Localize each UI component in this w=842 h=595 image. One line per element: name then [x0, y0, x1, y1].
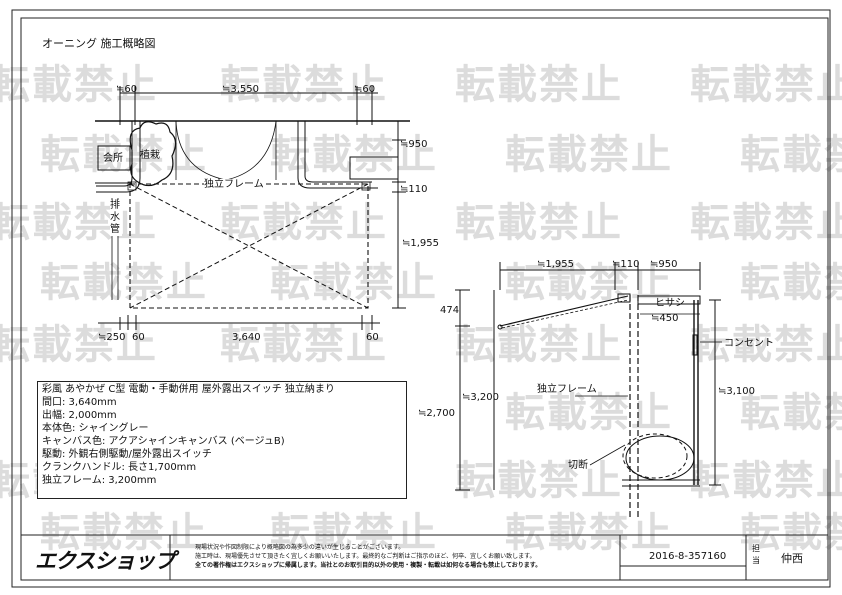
page-title: オーニング 施工概略図 — [42, 37, 156, 50]
watermark: 転載禁止 — [740, 510, 842, 556]
plan-dim-right-1955: ≒1,955 — [402, 238, 440, 249]
plan-label-drain: 排水管 — [110, 200, 122, 236]
plan-view — [95, 86, 410, 330]
section-label-cut: 切断 — [568, 460, 588, 471]
document-number: 2016-8-357160 — [649, 551, 727, 562]
plan-dim-bottom-250: ≒250 — [98, 332, 126, 343]
title-block: エクスショップ 現場状況や作図制限により概略図の為多少の違いが生じることがござい… — [21, 535, 828, 579]
footer-note-2: 施工時は、現場優先させて頂きたく宜しくお願いいたします。最終的なご判断はご指示の… — [195, 553, 536, 560]
plan-dim-bottom-60-right: 60 — [366, 332, 379, 343]
watermark: 転載禁止 — [455, 322, 623, 368]
watermark: 転載禁止 — [505, 390, 673, 436]
company-logo: エクスショップ — [35, 549, 175, 573]
spec-line: 間口: 3,640mm — [42, 397, 117, 408]
section-dim-top-950: ≒950 — [650, 259, 678, 270]
section-dim-top-1955: ≒1,955 — [537, 259, 575, 270]
footer-frame — [21, 534, 828, 580]
watermark: 転載禁止 — [740, 132, 842, 178]
spec-line: キャンバス色: アクアシャインキャンバス (ベージュB) — [42, 436, 285, 447]
spec-box: 彩風 あやかぜ C型 電動・手動併用 屋外露出スイッチ 独立納まり 間口: 3,… — [37, 381, 407, 499]
watermark: 転載禁止 — [220, 62, 388, 108]
section-dim-3100: ≒3,100 — [718, 386, 756, 397]
plan-dim-right-950: ≒950 — [400, 139, 428, 150]
watermark: 転載禁止 — [455, 458, 623, 504]
watermark: 転載禁止 — [220, 322, 388, 368]
spec-line: 彩風 あやかぜ C型 電動・手動併用 屋外露出スイッチ 独立納まり — [42, 384, 335, 395]
plan-dim-bottom-60-left: 60 — [132, 332, 145, 343]
watermark: 転載禁止 — [505, 260, 673, 306]
section-label-hisashi: ヒサシ — [655, 298, 685, 309]
watermark: 転載禁止 — [690, 62, 842, 108]
section-label-outlet: コンセント — [724, 338, 774, 349]
staff-name: 仲西 — [781, 552, 803, 565]
watermark: 転載禁止 — [0, 322, 158, 368]
plan-label-frame: 独立フレーム — [204, 179, 264, 191]
watermark: 転載禁止 — [270, 260, 438, 306]
plan-label-kaisho: 会所 — [103, 153, 123, 164]
inner-border — [20, 17, 829, 581]
plan-dim-top-right: ≒60 — [354, 84, 376, 95]
outer-border — [11, 9, 831, 588]
plan-dim-bottom-3640: 3,640 — [232, 332, 261, 343]
watermark: 転載禁止 — [40, 510, 208, 556]
section-dim-450: ≒450 — [651, 313, 679, 324]
plan-dim-top-left: ≒60 — [116, 84, 138, 95]
spec-line: 独立フレーム: 3,200mm — [42, 475, 157, 486]
watermark: 転載禁止 — [40, 260, 208, 306]
spec-line: 出幅: 2,000mm — [42, 410, 117, 421]
section-label-frame: 独立フレーム — [537, 384, 597, 395]
tanto-label: 担当 — [752, 544, 760, 565]
watermark: 転載禁止 — [505, 132, 673, 178]
watermark: 転載禁止 — [505, 510, 673, 556]
section-dim-top-110: ≒110 — [612, 259, 640, 270]
watermark: 転載禁止 — [270, 510, 438, 556]
spec-line: 駆動: 外観右側駆動/屋外露出スイッチ — [42, 449, 212, 460]
watermark: 転載禁止 — [455, 200, 623, 246]
section-dim-3200: ≒3,200 — [462, 392, 500, 403]
watermark: 転載禁止 — [220, 200, 388, 246]
section-dim-474: 474 — [440, 305, 460, 316]
section-dim-2700: ≒2,700 — [418, 408, 456, 419]
plan-dim-right-110: ≒110 — [400, 184, 428, 195]
spec-line: クランクハンドル: 長さ1,700mm — [42, 462, 197, 473]
footer-note-3: 全ての著作権はエクスショップに帰属します。当社とのお取引目的以外の使用・複製・転… — [195, 562, 542, 569]
section-view — [455, 262, 722, 520]
spec-line: 本体色: シャイングレー — [42, 423, 149, 434]
watermark: 転載禁止 — [455, 62, 623, 108]
watermark: 転載禁止 — [690, 200, 842, 246]
plan-dim-top-center: ≒3,550 — [222, 84, 260, 95]
watermark: 転載禁止 — [740, 260, 842, 306]
footer-note-1: 現場状況や作図制限により概略図の為多少の違いが生じることがございます。 — [195, 544, 405, 551]
watermark: 転載禁止 — [0, 62, 158, 108]
plan-label-shokusai: 植栽 — [140, 150, 160, 161]
watermark: 転載禁止 — [740, 390, 842, 436]
